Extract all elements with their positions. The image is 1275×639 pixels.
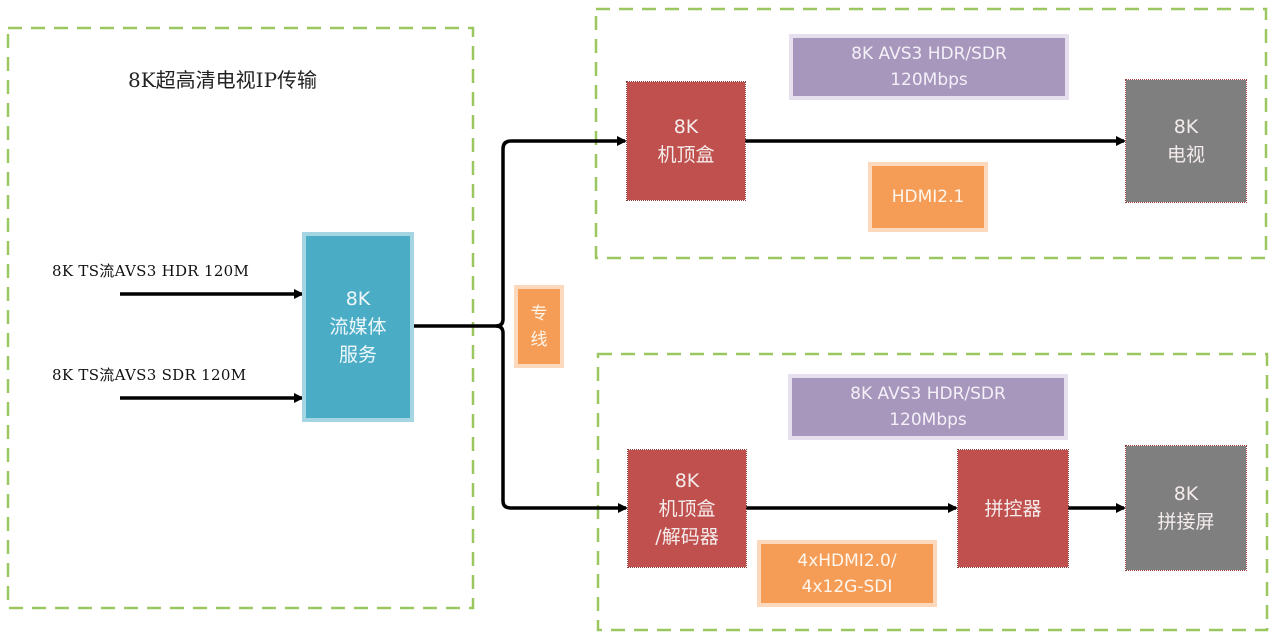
top-stream-info: 8K AVS3 HDR/SDR 120Mbps bbox=[789, 34, 1069, 100]
streaming-server-line-3: 服务 bbox=[338, 344, 377, 366]
bottom-interface-line-2: 4x12G-SDI bbox=[801, 576, 893, 597]
video-wall-node: 8K 拼接屏 bbox=[1125, 445, 1247, 571]
input-hdr-label: 8K TS流AVS3 HDR 120M bbox=[52, 262, 250, 280]
video-wall-line-2: 拼接屏 bbox=[1157, 511, 1215, 533]
bottom-stream-info-line-2: 120Mbps bbox=[889, 410, 967, 430]
dedicated-line-line-1: 专 bbox=[530, 303, 548, 324]
streaming-server-line-1: 8K bbox=[345, 288, 371, 310]
controller-line-1: 拼控器 bbox=[984, 497, 1042, 520]
dedicated-line-label: 专 线 bbox=[514, 285, 564, 368]
decoder-line-1: 8K bbox=[674, 469, 700, 492]
splicing-controller-node: 拼控器 bbox=[957, 449, 1069, 568]
streaming-server-line-2: 流媒体 bbox=[329, 316, 387, 338]
top-stream-info-line-2: 120Mbps bbox=[890, 70, 968, 90]
bottom-interface-line-1: 4xHDMI2.0/ bbox=[797, 550, 897, 571]
tv-line-2: 电视 bbox=[1166, 144, 1205, 166]
top-interface-line-1: HDMI2.1 bbox=[891, 187, 965, 207]
bottom-interface-label: 4xHDMI2.0/ 4x12G-SDI bbox=[757, 540, 937, 607]
top-stream-info-line-1: 8K AVS3 HDR/SDR bbox=[851, 44, 1007, 64]
bottom-stream-info-line-1: 8K AVS3 HDR/SDR bbox=[850, 384, 1006, 404]
input-sdr-label: 8K TS流AVS3 SDR 120M bbox=[52, 366, 247, 384]
decoder-line-2: 机顶盒 bbox=[658, 497, 716, 520]
top-stb-line-2: 机顶盒 bbox=[657, 144, 715, 166]
tv-display-node: 8K 电视 bbox=[1125, 79, 1247, 203]
top-stb-line-1: 8K bbox=[673, 116, 699, 138]
tv-line-1: 8K bbox=[1173, 116, 1199, 138]
video-wall-line-1: 8K bbox=[1173, 483, 1199, 505]
dedicated-line-line-2: 线 bbox=[530, 329, 548, 350]
streaming-server-node: 8K 流媒体 服务 bbox=[302, 232, 414, 422]
diagram-title: 8K超高清电视IP传输 bbox=[128, 68, 318, 92]
top-interface-label: HDMI2.1 bbox=[868, 162, 988, 232]
top-set-top-box-node: 8K 机顶盒 bbox=[626, 81, 746, 201]
bottom-decoder-node: 8K 机顶盒 /解码器 bbox=[627, 449, 747, 568]
decoder-line-3: /解码器 bbox=[655, 525, 719, 548]
bottom-stream-info: 8K AVS3 HDR/SDR 120Mbps bbox=[788, 374, 1068, 440]
